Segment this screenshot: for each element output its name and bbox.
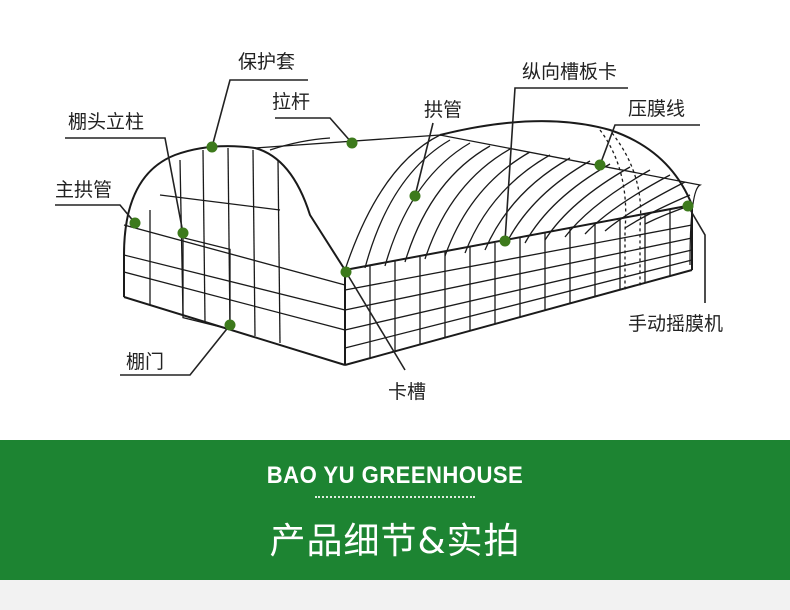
side-wall	[344, 129, 693, 366]
banner-chinese-title: 产品细节&实拍	[269, 521, 521, 562]
marker-protective-sleeve	[206, 141, 218, 153]
label-main-arch: 主拱管	[55, 179, 112, 201]
marker-film-roller	[682, 200, 694, 212]
marker-dots	[129, 137, 694, 331]
marker-longitudinal-clip	[499, 235, 511, 247]
arch-pipes	[254, 120, 702, 271]
marker-arch-pipe	[409, 190, 421, 202]
marker-shed-door	[224, 319, 236, 331]
footer-strip	[0, 580, 790, 610]
greenhouse-diagram: 保护套 拉杆 棚头立柱 拱管 纵向槽板卡 压膜线 主拱管 手动摇膜机 棚门 卡槽	[55, 51, 724, 403]
label-protective-sleeve: 保护套	[238, 51, 295, 73]
label-arch-pipe: 拱管	[424, 99, 462, 121]
marker-film-press-line	[594, 159, 606, 171]
label-gable-column: 棚头立柱	[68, 111, 144, 133]
label-clip-channel: 卡槽	[388, 381, 426, 403]
greenhouse-structure-drawing: 保护套 拉杆 棚头立柱 拱管 纵向槽板卡 压膜线 主拱管 手动摇膜机 棚门 卡槽	[55, 51, 723, 403]
label-shed-door: 棚门	[126, 351, 164, 373]
marker-tie-rod	[346, 137, 358, 149]
section-banner: BAO YU GREENHOUSE 产品细节&实拍	[0, 440, 790, 580]
marker-gable-column	[177, 227, 189, 239]
marker-main-arch	[129, 217, 141, 229]
label-tie-rod: 拉杆	[272, 91, 310, 113]
front-gable	[123, 145, 346, 366]
leader-lines	[55, 79, 706, 376]
marker-clip-channel	[340, 266, 352, 278]
label-longitudinal-clip: 纵向槽板卡	[522, 61, 617, 83]
label-film-press-line: 压膜线	[628, 98, 685, 120]
banner-divider	[315, 496, 475, 498]
banner-english-title: BAO YU GREENHOUSE	[266, 462, 524, 489]
labels: 保护套 拉杆 棚头立柱 拱管 纵向槽板卡 压膜线 主拱管 手动摇膜机 棚门 卡槽	[55, 51, 723, 403]
label-manual-film-roller: 手动摇膜机	[628, 313, 723, 335]
